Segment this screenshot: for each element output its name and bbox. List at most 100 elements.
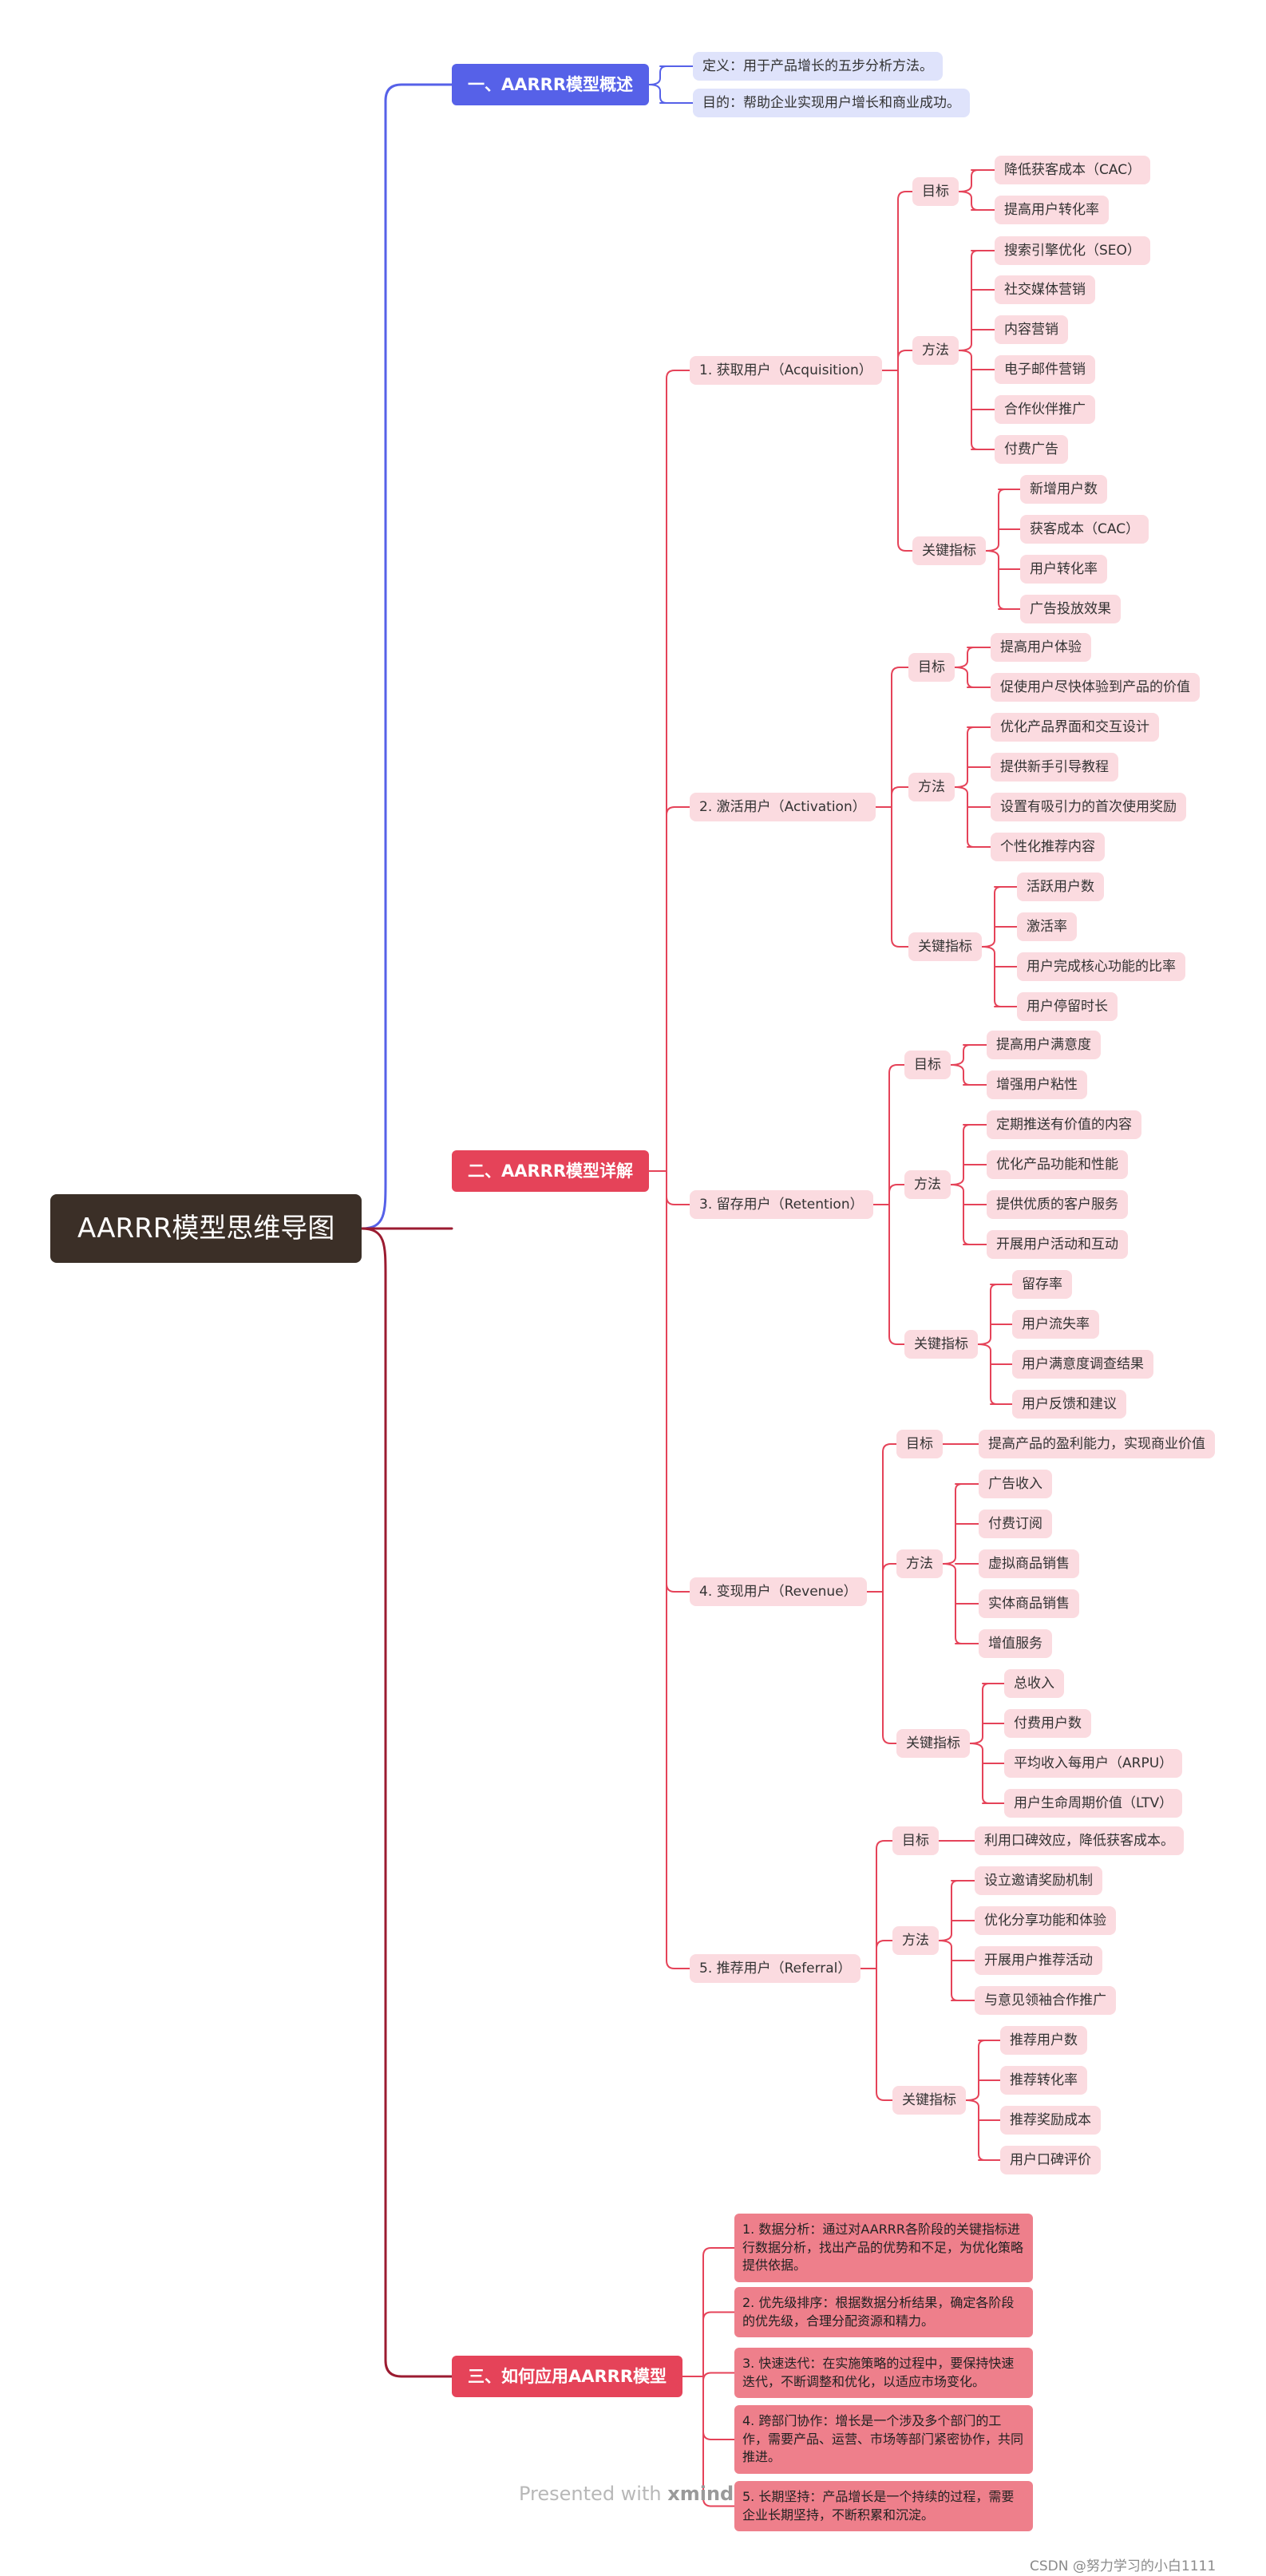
- group-metrics[interactable]: 关键指标: [912, 536, 986, 565]
- leaf-item[interactable]: 搜索引擎优化（SEO）: [995, 236, 1150, 265]
- leaf-item[interactable]: 用户完成核心功能的比率: [1017, 952, 1185, 981]
- group-goal[interactable]: 目标: [896, 1430, 943, 1458]
- leaf-item[interactable]: 设立邀请奖励机制: [975, 1866, 1102, 1895]
- application-step[interactable]: 2. 优先级排序：根据数据分析结果，确定各阶段的优先级，合理分配资源和精力。: [734, 2287, 1033, 2338]
- section-overview[interactable]: 一、AARRR模型概述: [452, 64, 650, 105]
- application-step[interactable]: 3. 快速迭代：在实施策略的过程中，要保持快速迭代，不断调整和优化，以适应市场变…: [734, 2348, 1033, 2399]
- connector-line: [897, 370, 913, 552]
- leaf-item[interactable]: 用户转化率: [1020, 555, 1107, 584]
- connector-line: [938, 1880, 959, 1941]
- leaf-item[interactable]: 增值服务: [979, 1629, 1052, 1658]
- leaf-item[interactable]: 与意见领袖合作推广: [975, 1986, 1116, 2015]
- leaf-item[interactable]: 降低获客成本（CAC）: [995, 156, 1151, 184]
- leaf-item[interactable]: 活跃用户数: [1017, 873, 1104, 901]
- group-method[interactable]: 方法: [908, 773, 955, 801]
- leaf-item[interactable]: 用户口碑评价: [1000, 2146, 1101, 2174]
- leaf-item[interactable]: 优化产品界面和交互设计: [991, 713, 1159, 742]
- stage-activation[interactable]: 2. 激活用户（Activation）: [690, 793, 876, 821]
- leaf-item[interactable]: 用户生命周期价值（LTV）: [1004, 1789, 1183, 1818]
- leaf-item[interactable]: 付费广告: [995, 435, 1068, 464]
- group-metrics[interactable]: 关键指标: [892, 2086, 966, 2115]
- leaf-item[interactable]: 付费用户数: [1004, 1709, 1091, 1738]
- stage-retention[interactable]: 3. 留存用户（Retention）: [690, 1190, 873, 1219]
- application-step[interactable]: 4. 跨部门协作：增长是一个涉及多个部门的工作，需要产品、运营、市场等部门紧密协…: [734, 2405, 1033, 2475]
- leaf-item[interactable]: 新增用户数: [1020, 475, 1107, 504]
- connector-line: [950, 1184, 971, 1245]
- leaf-item[interactable]: 付费订阅: [979, 1510, 1052, 1538]
- leaf-item[interactable]: 获客成本（CAC）: [1020, 515, 1149, 544]
- root-topic[interactable]: AARRR模型思维导图: [50, 1194, 362, 1263]
- leaf-item[interactable]: 优化分享功能和体验: [975, 1906, 1116, 1935]
- leaf-item[interactable]: 促使用户尽快体验到产品的价值: [991, 673, 1200, 702]
- group-goal[interactable]: 目标: [904, 1051, 951, 1079]
- leaf-item[interactable]: 提高用户转化率: [995, 196, 1109, 224]
- connector-line: [965, 2099, 986, 2161]
- leaf-item[interactable]: 广告收入: [979, 1470, 1052, 1498]
- connector-line: [897, 350, 913, 371]
- application-step[interactable]: 1. 数据分析：通过对AARRR各阶段的关键指标进行数据分析，找出产品的优势和不…: [734, 2214, 1033, 2283]
- connector-line: [888, 1204, 905, 1345]
- leaf-item[interactable]: 增强用户粘性: [987, 1070, 1087, 1099]
- stage-referral[interactable]: 5. 推荐用户（Referral）: [690, 1954, 861, 1983]
- leaf-item[interactable]: 提供优质的客户服务: [987, 1190, 1128, 1219]
- leaf-item[interactable]: 总收入: [1004, 1669, 1064, 1698]
- group-metrics[interactable]: 关键指标: [904, 1330, 978, 1359]
- group-metrics[interactable]: 关键指标: [908, 932, 982, 961]
- stage-acquisition[interactable]: 1. 获取用户（Acquisition）: [690, 356, 882, 385]
- leaf-item[interactable]: 用户流失率: [1012, 1310, 1099, 1339]
- connector-line: [938, 1940, 959, 2001]
- overview-item[interactable]: 定义：用于产品增长的五步分析方法。: [693, 52, 943, 81]
- leaf-item[interactable]: 用户满意度调查结果: [1012, 1350, 1153, 1379]
- leaf-item[interactable]: 推荐转化率: [1000, 2066, 1087, 2095]
- leaf-item[interactable]: 虚拟商品销售: [979, 1549, 1079, 1578]
- leaf-item[interactable]: 电子邮件营销: [995, 355, 1095, 384]
- group-goal[interactable]: 目标: [912, 177, 959, 206]
- group-goal[interactable]: 目标: [892, 1826, 939, 1855]
- leaf-item[interactable]: 定期推送有价值的内容: [987, 1110, 1141, 1139]
- leaf-item[interactable]: 设置有吸引力的首次使用奖励: [991, 793, 1186, 821]
- group-metrics[interactable]: 关键指标: [896, 1729, 970, 1758]
- group-method[interactable]: 方法: [892, 1926, 939, 1955]
- group-method[interactable]: 方法: [904, 1170, 951, 1199]
- group-method[interactable]: 方法: [912, 336, 959, 365]
- leaf-item[interactable]: 提高用户满意度: [987, 1031, 1101, 1059]
- connector-line: [702, 2376, 735, 2507]
- leaf-item[interactable]: 推荐奖励成本: [1000, 2106, 1101, 2135]
- leaf-item[interactable]: 优化产品功能和性能: [987, 1150, 1128, 1179]
- leaf-item[interactable]: 留存率: [1012, 1270, 1072, 1299]
- connector-line: [981, 946, 1002, 1007]
- connector-line: [648, 84, 667, 104]
- connector-line: [891, 667, 909, 808]
- section-application[interactable]: 三、如何应用AARRR模型: [452, 2356, 683, 2397]
- connector-line: [891, 786, 909, 808]
- connector-line: [985, 550, 1006, 610]
- overview-item[interactable]: 目的：帮助企业实现用户增长和商业成功。: [693, 89, 970, 117]
- section-details[interactable]: 二、AARRR模型详解: [452, 1150, 650, 1192]
- leaf-item[interactable]: 合作伙伴推广: [995, 395, 1095, 424]
- leaf-item[interactable]: 社交媒体营销: [995, 275, 1095, 304]
- leaf-item[interactable]: 推荐用户数: [1000, 2026, 1087, 2055]
- leaf-item[interactable]: 激活率: [1017, 912, 1077, 941]
- connector-line: [954, 786, 975, 848]
- leaf-item[interactable]: 提高用户体验: [991, 633, 1091, 662]
- leaf-item[interactable]: 利用口碑效应，降低获客成本。: [975, 1826, 1184, 1855]
- leaf-item[interactable]: 提高产品的盈利能力，实现商业价值: [979, 1430, 1215, 1458]
- connector-line: [958, 350, 979, 450]
- connector-line: [985, 489, 1006, 552]
- leaf-item[interactable]: 内容营销: [995, 315, 1068, 344]
- application-step[interactable]: 5. 长期坚持：产品增长是一个持续的过程，需要企业长期坚持，不断积累和沉淀。: [734, 2481, 1033, 2532]
- leaf-item[interactable]: 用户反馈和建议: [1012, 1390, 1126, 1419]
- group-goal[interactable]: 目标: [908, 653, 955, 682]
- connector-line: [969, 1683, 990, 1744]
- leaf-item[interactable]: 开展用户活动和互动: [987, 1230, 1128, 1259]
- leaf-item[interactable]: 个性化推荐内容: [991, 833, 1105, 861]
- leaf-item[interactable]: 开展用户推荐活动: [975, 1946, 1102, 1975]
- leaf-item[interactable]: 用户停留时长: [1017, 992, 1118, 1021]
- connector-line: [876, 1968, 893, 2101]
- leaf-item[interactable]: 提供新手引导教程: [991, 753, 1118, 782]
- leaf-item[interactable]: 平均收入每用户（ARPU）: [1004, 1749, 1183, 1778]
- leaf-item[interactable]: 广告投放效果: [1020, 595, 1121, 623]
- leaf-item[interactable]: 实体商品销售: [979, 1589, 1079, 1618]
- group-method[interactable]: 方法: [896, 1549, 943, 1578]
- stage-revenue[interactable]: 4. 变现用户（Revenue）: [690, 1577, 867, 1606]
